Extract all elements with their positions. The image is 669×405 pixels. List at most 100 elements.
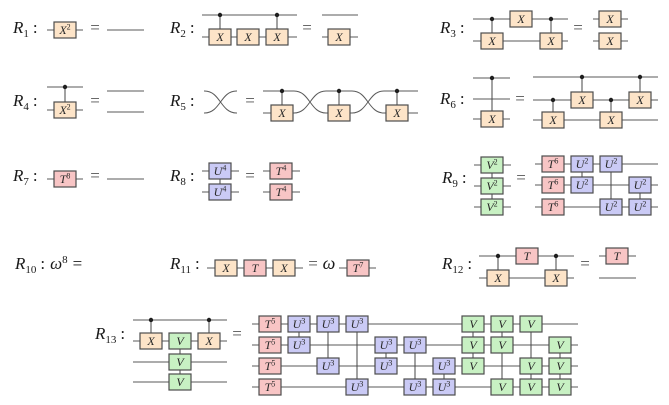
gate-box	[486, 269, 510, 287]
gate-op: X	[221, 261, 230, 275]
gate-label: U2	[576, 157, 589, 172]
gate-box	[480, 156, 504, 174]
gate-box	[272, 259, 296, 277]
equals-sign: =	[73, 254, 83, 273]
gate-u: U3	[374, 336, 398, 354]
gate-x: X	[570, 91, 594, 109]
gate-exponent: 3	[330, 317, 334, 326]
control-dot	[553, 253, 559, 259]
gate-t: T5	[258, 378, 282, 396]
gate-exponent: 3	[388, 359, 392, 368]
gate-box	[461, 357, 485, 375]
gate-box	[258, 357, 282, 375]
gate-op: X	[204, 334, 213, 348]
equals-sign: =	[90, 166, 100, 185]
gate-op: X	[392, 106, 401, 120]
gate-x: X	[480, 110, 504, 128]
gate-x: X	[628, 91, 652, 109]
gate-u: U3	[403, 336, 427, 354]
control-dot	[62, 84, 68, 90]
relation-label: R1:	[12, 18, 38, 40]
gate-label: U3	[409, 338, 422, 353]
gate-label: U3	[293, 317, 306, 332]
gate-box	[480, 177, 504, 195]
gate-op: V	[176, 334, 185, 348]
gate-exponent: 5	[271, 338, 275, 347]
gate-label: X2	[58, 103, 70, 118]
gate-label: T	[614, 249, 622, 263]
gate-box	[287, 315, 311, 333]
gate-label: X	[272, 30, 281, 44]
gate-exponent: 6	[554, 157, 558, 166]
relation-colon: :	[467, 254, 472, 273]
gate-box	[539, 32, 563, 50]
gate-v: V	[490, 315, 514, 333]
relation-letter: R	[14, 254, 26, 273]
gate-t: T6	[541, 176, 565, 194]
gate-op: T	[252, 261, 260, 275]
gate-box	[265, 28, 289, 46]
gate-label: V	[498, 338, 507, 352]
rhs-circuit: T	[599, 247, 636, 279]
gate-op: V	[469, 338, 478, 352]
gate-box	[490, 378, 514, 396]
gate-label: X	[204, 334, 213, 348]
gate-v: V	[168, 332, 192, 350]
gate-exponent: 2	[494, 200, 498, 209]
gate-op: U	[605, 200, 615, 214]
gate-x: X	[327, 28, 351, 46]
gate-op: U	[576, 157, 586, 171]
gate-op: V	[469, 317, 478, 331]
gate-label: X	[215, 30, 224, 44]
gate-t: T	[243, 259, 267, 277]
gate-t: T5	[258, 357, 282, 375]
gate-box	[214, 259, 238, 277]
gate-box	[628, 198, 652, 216]
gate-op: V	[527, 317, 536, 331]
gate-box	[432, 378, 456, 396]
gate-op: U	[214, 164, 224, 178]
gate-box	[480, 32, 504, 50]
gate-x: X	[486, 269, 510, 287]
relation-index: 9	[452, 178, 458, 190]
gate-label: V	[176, 334, 185, 348]
gate-box	[544, 269, 568, 287]
gate-op: T	[265, 338, 273, 352]
gate-op: X	[548, 113, 557, 127]
relation-letter: R	[12, 18, 24, 37]
gate-u: U2	[628, 198, 652, 216]
gate-u: U3	[432, 378, 456, 396]
gate-label: U3	[293, 338, 306, 353]
gate-box	[432, 357, 456, 375]
relation-index: 13	[105, 334, 117, 346]
gate-op: V	[486, 200, 495, 214]
gate-op: V	[556, 338, 565, 352]
gate-box	[480, 110, 504, 128]
gate-op: X	[546, 34, 555, 48]
gate-op: U	[409, 380, 419, 394]
relation-label: R4:	[12, 91, 38, 113]
gate-box	[53, 101, 77, 119]
lhs-circuit: XXX	[473, 10, 568, 50]
relation-index: 3	[450, 28, 456, 40]
gate-box	[374, 357, 398, 375]
gate-label: X	[487, 34, 496, 48]
gate-exponent: 3	[301, 317, 305, 326]
relation-label: R5:	[169, 91, 195, 113]
relation-colon: :	[33, 18, 38, 37]
gate-v: V2	[480, 177, 504, 195]
gate-u: U3	[345, 315, 369, 333]
gate-u: U3	[374, 357, 398, 375]
gate-label: U2	[634, 178, 647, 193]
gate-box	[287, 336, 311, 354]
gate-x: X	[265, 28, 289, 46]
gate-u: U3	[432, 357, 456, 375]
gate-op: V	[498, 317, 507, 331]
gate-box	[168, 373, 192, 391]
rhs-circuit: XX	[593, 10, 628, 50]
